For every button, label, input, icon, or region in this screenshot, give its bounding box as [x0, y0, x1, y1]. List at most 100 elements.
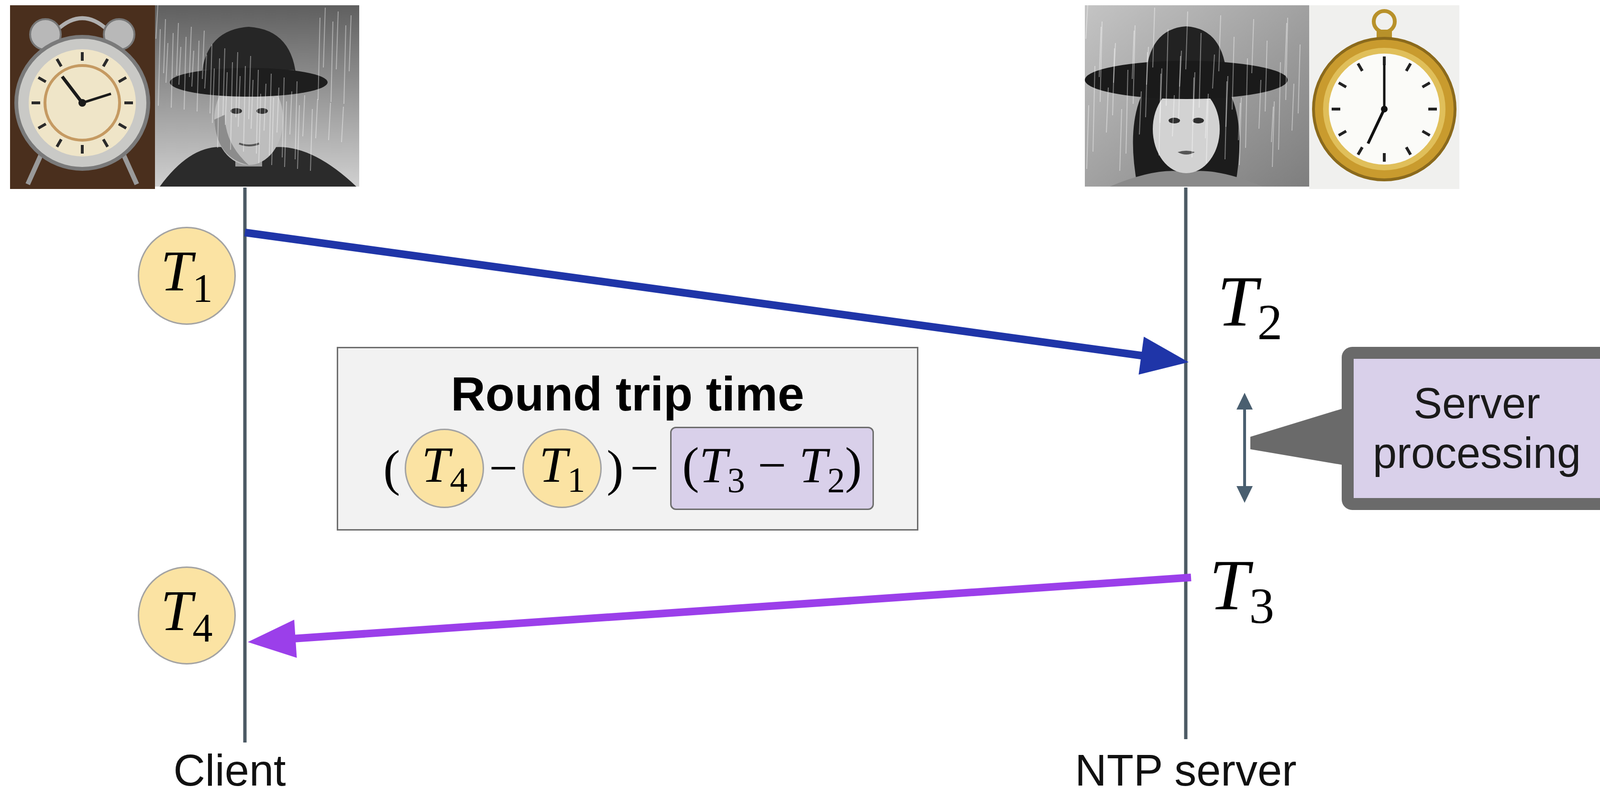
rain-streak — [1179, 50, 1182, 87]
timestamp-label: T2 — [1217, 264, 1283, 348]
subscript: 4 — [192, 605, 213, 651]
rain-streak — [222, 48, 225, 116]
rain-streak — [1086, 105, 1089, 169]
lifeline — [1184, 187, 1188, 740]
dial-tick — [56, 139, 62, 147]
rain-streak — [269, 73, 272, 156]
arrow-head — [1236, 485, 1253, 503]
dial-tick — [1357, 147, 1363, 155]
subscript: 1 — [192, 265, 213, 311]
variable: T — [1217, 261, 1258, 341]
clock-ticks — [31, 52, 133, 154]
callout-pointer — [1250, 406, 1349, 466]
callout-box: Server processing — [1341, 346, 1600, 510]
watch-case — [1313, 38, 1456, 180]
rain-streak — [1119, 109, 1122, 171]
arrow-head — [1138, 336, 1190, 375]
photo-background — [1084, 5, 1310, 187]
rain-streak — [197, 40, 199, 112]
timestamp-circle: T4 — [404, 428, 485, 508]
variable: T — [160, 578, 193, 643]
formula-text: (T3 − T2) — [682, 434, 862, 502]
rain-streak — [204, 54, 207, 89]
dial-tick — [1406, 147, 1411, 155]
variable: T — [1209, 544, 1249, 625]
rain-streak — [289, 91, 292, 135]
dial-tick — [1331, 107, 1341, 111]
photo-background — [1309, 5, 1460, 189]
dial-tick — [1406, 63, 1411, 72]
rain-streak — [1265, 40, 1268, 112]
timestamp-text: T1 — [160, 242, 213, 309]
rain-streak — [328, 102, 331, 141]
rain-streak — [302, 95, 305, 137]
rain-streak — [1106, 87, 1109, 133]
rain-streak — [1251, 19, 1254, 74]
clock-handle — [57, 18, 108, 30]
rain-streak — [1245, 58, 1248, 148]
rain-streak — [1291, 83, 1294, 131]
rain-streak — [209, 44, 212, 114]
formula-symbol: − — [486, 442, 520, 494]
rain-streak — [343, 25, 346, 104]
variable: T — [798, 437, 828, 494]
rain-streak — [1152, 7, 1155, 68]
rain-streak — [331, 21, 333, 102]
subscript: 2 — [1257, 294, 1283, 351]
eye — [256, 108, 268, 114]
rain-streak — [1258, 79, 1261, 129]
dial-tick — [1338, 82, 1347, 88]
clock-case — [16, 36, 149, 169]
arrow-head — [1236, 392, 1253, 410]
rain-streak — [165, 43, 168, 83]
hair — [1133, 85, 1240, 187]
dial-tick — [124, 101, 133, 105]
rain-streak — [282, 77, 285, 158]
rain-streak — [264, 83, 266, 131]
rain-streak — [1225, 76, 1228, 127]
rain-streak — [1199, 33, 1202, 108]
rain-streak — [238, 76, 241, 127]
rain-streak — [1212, 54, 1215, 89]
timestamp-text: T1 — [539, 439, 585, 498]
dial-tick — [1382, 153, 1386, 162]
rain-streak — [1125, 69, 1128, 154]
timestamp-circle: T1 — [522, 428, 602, 508]
rain-streak — [310, 109, 313, 171]
rain-streak — [230, 62, 233, 150]
lifeline — [243, 187, 247, 743]
rain-streak — [1232, 36, 1235, 110]
rain-streak — [256, 69, 259, 154]
rain-streak — [225, 72, 228, 125]
dial-tick — [31, 101, 41, 105]
rain-streak — [178, 46, 181, 85]
rain-streak — [1159, 68, 1162, 123]
rain-streak — [1113, 43, 1116, 83]
alarm-clock-photo — [10, 5, 155, 189]
rain-streak — [297, 105, 300, 169]
arrow-head — [247, 619, 298, 658]
rain-streak — [323, 7, 326, 68]
rain-streak — [248, 55, 251, 120]
span-arrow — [1243, 405, 1247, 490]
rain-streak — [212, 68, 215, 123]
clock-pivot — [78, 99, 87, 107]
subscript: 4 — [449, 459, 468, 499]
clock-hand — [62, 76, 83, 103]
dial-tick — [1357, 63, 1363, 72]
dial-tick — [103, 58, 108, 67]
rain-streak — [1185, 11, 1188, 70]
variable: T — [699, 437, 728, 494]
formula-box: Round trip time(T4−T1)−(T3 − T2) — [336, 346, 919, 531]
rain-streak — [243, 66, 246, 152]
timestamp-circle: T4 — [137, 566, 236, 665]
rain-streak — [1272, 101, 1275, 167]
dial-tick — [118, 123, 127, 129]
rain-streak — [251, 79, 254, 129]
watch-ticks — [1331, 56, 1437, 162]
lifeline-label: NTP server — [1074, 748, 1297, 793]
rain-streak — [171, 33, 174, 108]
formula-row: (T4−T1)−(T3 − T2) — [381, 426, 874, 510]
rain-streaks — [1085, 5, 1301, 171]
dial-tick — [103, 139, 108, 147]
